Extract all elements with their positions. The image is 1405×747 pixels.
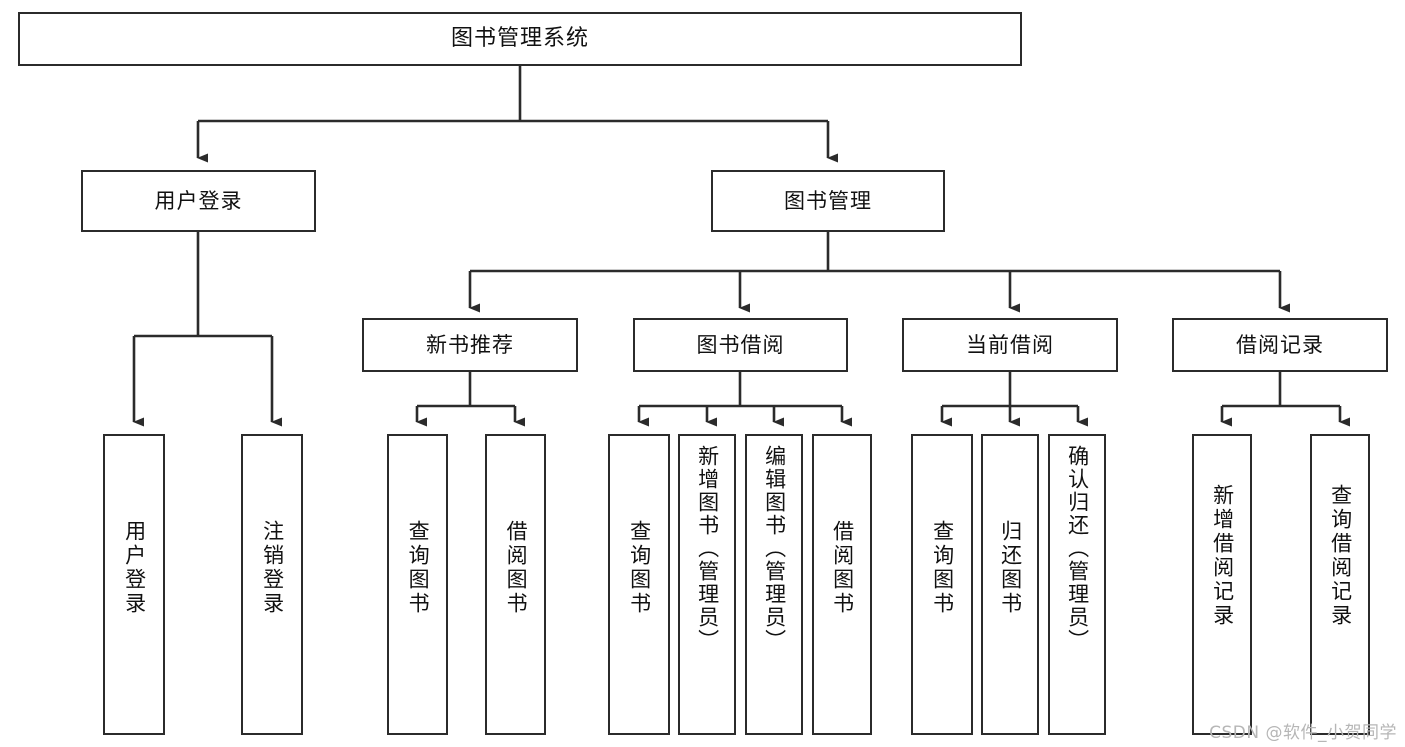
leaf-borrow-book-recommend[interactable]: 借阅图书 (485, 434, 546, 735)
leaf-logout[interactable]: 注销登录 (241, 434, 303, 735)
node-label: 用户登录 (122, 520, 147, 616)
leaf-borrow-book-borrow[interactable]: 借阅图书 (812, 434, 872, 735)
leaf-confirm-return-admin[interactable]: 确认归还（管理员） (1048, 434, 1106, 735)
node-label: 新增借阅记录 (1210, 484, 1235, 628)
watermark: CSDN @软件_小贺同学 (1209, 723, 1397, 743)
node-label: 用户登录 (154, 188, 243, 213)
node-borrow-record[interactable]: 借阅记录 (1172, 318, 1388, 372)
node-label: 确认归还（管理员） (1065, 445, 1090, 652)
node-label: 查询图书 (930, 520, 955, 616)
node-label: 编辑图书（管理员） (762, 445, 787, 652)
leaf-query-book-recommend[interactable]: 查询图书 (387, 434, 448, 735)
node-label: 新书推荐 (426, 332, 514, 357)
node-label: 借阅图书 (830, 520, 855, 616)
node-label: 图书管理 (784, 188, 872, 213)
leaf-query-borrow-record[interactable]: 查询借阅记录 (1310, 434, 1370, 735)
leaf-query-book-current[interactable]: 查询图书 (911, 434, 973, 735)
leaf-user-login[interactable]: 用户登录 (103, 434, 165, 735)
node-book-management[interactable]: 图书管理 (711, 170, 945, 232)
leaf-return-book[interactable]: 归还图书 (981, 434, 1039, 735)
node-label: 图书借阅 (696, 332, 785, 357)
node-label: 归还图书 (998, 520, 1023, 616)
node-label: 借阅记录 (1236, 332, 1324, 357)
node-label: 注销登录 (260, 520, 285, 616)
leaf-add-borrow-record[interactable]: 新增借阅记录 (1192, 434, 1252, 735)
leaf-query-book-borrow[interactable]: 查询图书 (608, 434, 670, 735)
node-label: 查询借阅记录 (1328, 484, 1353, 628)
node-label: 查询图书 (627, 520, 652, 616)
leaf-add-book-admin[interactable]: 新增图书（管理员） (678, 434, 736, 735)
node-new-book-recommend[interactable]: 新书推荐 (362, 318, 578, 372)
node-user-login[interactable]: 用户登录 (81, 170, 316, 232)
leaf-edit-book-admin[interactable]: 编辑图书（管理员） (745, 434, 803, 735)
node-label: 图书管理系统 (450, 26, 589, 52)
node-current-borrow[interactable]: 当前借阅 (902, 318, 1118, 372)
node-label: 当前借阅 (966, 332, 1054, 357)
node-book-borrow[interactable]: 图书借阅 (633, 318, 848, 372)
node-label: 查询图书 (406, 520, 431, 616)
node-label: 新增图书（管理员） (695, 445, 720, 652)
node-label: 借阅图书 (504, 520, 529, 616)
node-root-system[interactable]: 图书管理系统 (18, 12, 1022, 66)
